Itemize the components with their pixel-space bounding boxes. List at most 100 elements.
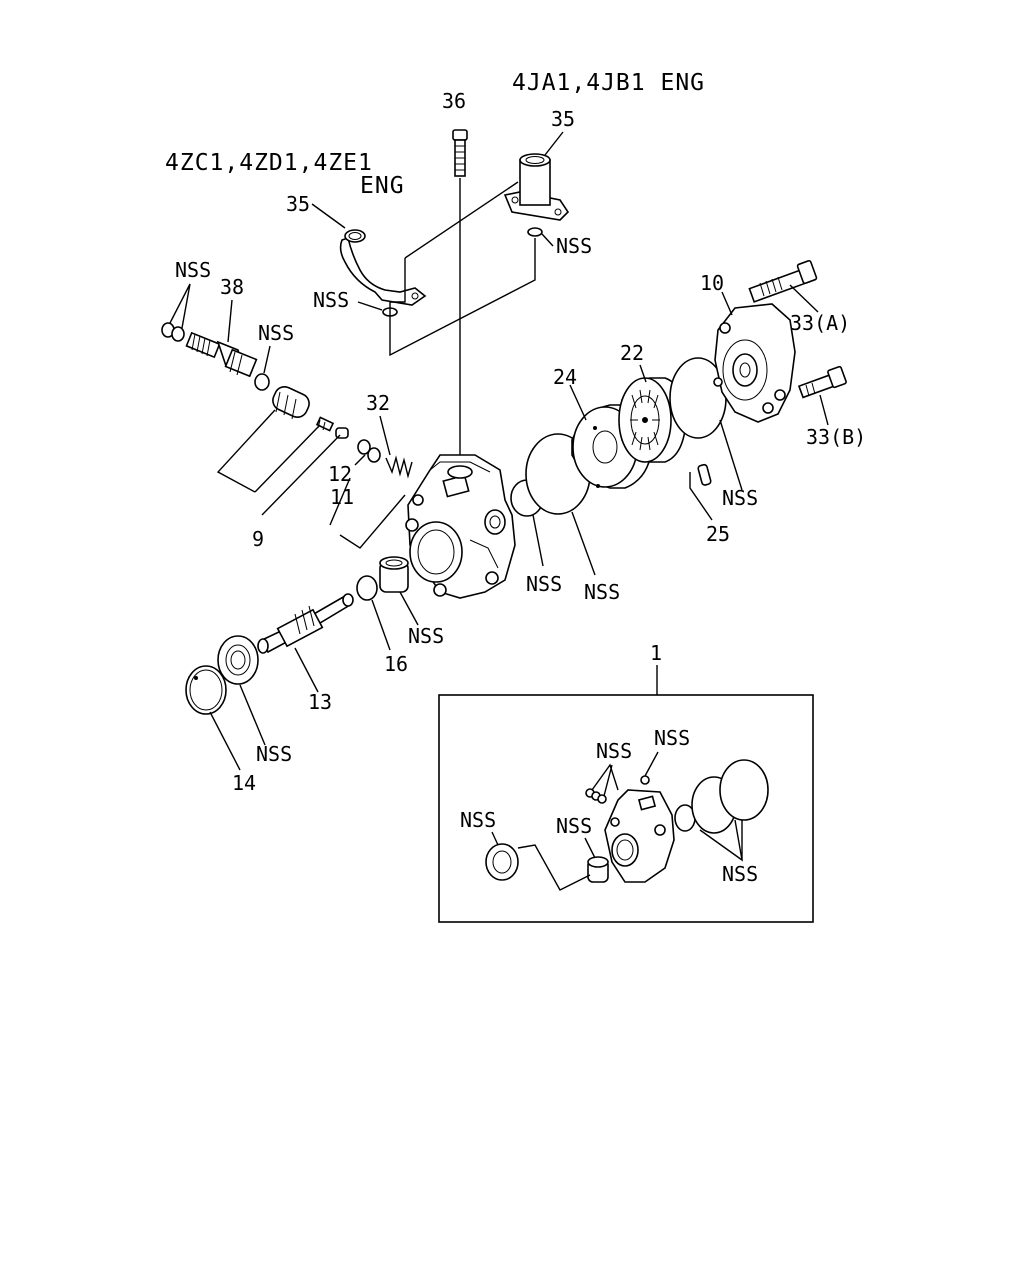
nss-label-35-right: NSS [556,234,592,258]
leader-nss-bushing [399,591,419,626]
callout-14: 14 [232,771,256,795]
leader-nss-35-right [541,233,554,247]
kit-nss-label-rings: NSS [722,862,758,886]
leader-kit-seal-housing [517,844,591,891]
kit-bushing [587,856,609,883]
nss-label-seal: NSS [256,742,292,766]
pin-25 [697,463,712,486]
leader-nss-ring-small [532,514,544,567]
callout-22: 22 [620,341,644,365]
kit-box-1 [438,694,814,923]
leader-38 [227,299,233,343]
kit-seal [485,843,519,881]
oring-35-right [527,227,543,237]
fitting-38 [185,331,258,378]
leader-housing-9 [339,494,406,549]
pump-housing [405,454,516,599]
leader-kit-middle [584,837,596,859]
bolt-33a [748,259,818,303]
leader-32 [379,415,391,456]
callout-11: 11 [330,485,354,509]
leader-24 [569,384,587,421]
bushing [379,556,409,593]
leader-valve-b [254,424,321,493]
bolt-36 [452,129,468,177]
leader-33b [819,394,829,426]
snap-ring-14 [185,665,227,715]
callout-25: 25 [706,522,730,546]
leader-nss-seal [239,684,266,746]
spring-32 [385,455,413,479]
callout-32: 32 [366,391,390,415]
leader-22 [639,364,647,383]
callout-35-right: 35 [551,107,575,131]
callout-33b: 33(B) [806,425,866,449]
leader-nss-ring-large [571,511,596,576]
spring-small-11 [315,416,335,432]
leader-16 [371,599,391,651]
engine-title-4ja1: 4JA1,4JB1 ENG [512,70,705,96]
valve-spool-9 [272,386,310,420]
kit-oring-large [719,759,769,821]
nss-label-ring-small: NSS [526,572,562,596]
kit-tiny-ring [640,775,650,785]
nss-label-38-right: NSS [258,321,294,345]
kit-nss-label-top1: NSS [596,739,632,763]
oring-38-c [254,373,270,391]
washer-12a [357,439,371,455]
leader-nss-35-left [357,301,383,311]
nss-label-bushing: NSS [408,624,444,648]
nss-label-ring-large: NSS [584,580,620,604]
engine-title-4zc1: 4ZC1,4ZD1,4ZE1 [165,150,373,176]
rotor-22 [618,377,687,463]
callout-10: 10 [700,271,724,295]
shaft-13 [257,593,354,654]
kit-nss-label-top2: NSS [654,726,690,750]
leader-nss-38-right [263,345,271,374]
nss-label-10: NSS [722,486,758,510]
leader-35-assembly [389,238,536,357]
pipe-35-left [339,229,427,306]
leader-valve-a [216,409,276,493]
pipe-35-right [503,153,570,221]
callout-9: 9 [252,527,264,551]
leader-kit-top2 [644,751,659,777]
callout-16: 16 [384,652,408,676]
washer-12b [367,447,381,463]
leader-33a [789,284,819,313]
cover-10 [713,303,796,423]
kit-nss-label-seal: NSS [460,808,496,832]
oring-38-b [171,326,185,342]
callout-35-left: 35 [286,192,310,216]
leader-kit-top1b [603,764,613,797]
leader-25 [689,472,713,521]
nss-label-38-left: NSS [175,258,211,282]
leader-kit-top1 [591,763,619,791]
leader-13 [294,647,319,693]
callout-36: 36 [442,89,466,113]
callout-38: 38 [220,275,244,299]
ring-16 [356,575,378,601]
leader-kit-seal [491,831,499,846]
kit-housing [604,789,675,883]
bolt-33b [797,365,847,399]
kit-nss-label-middle: NSS [556,814,592,838]
leader-35-top [404,181,519,259]
callout-1: 1 [650,641,662,665]
leader-nss-38-left [169,283,191,329]
callout-13: 13 [308,690,332,714]
leader-11 [329,477,351,526]
leader-14 [209,711,241,771]
oil-seal [217,635,259,685]
callout-33a: 33(A) [790,311,850,335]
leader-35-left [311,203,346,229]
kit-small-rings [585,788,607,804]
leader-nss-10 [719,419,743,491]
leader-valve-c [261,434,341,516]
callout-24: 24 [553,365,577,389]
nss-label-35-left: NSS [313,288,349,312]
leader-35-right [544,131,564,156]
callout-12: 12 [328,462,352,486]
leader-12 [354,454,366,466]
